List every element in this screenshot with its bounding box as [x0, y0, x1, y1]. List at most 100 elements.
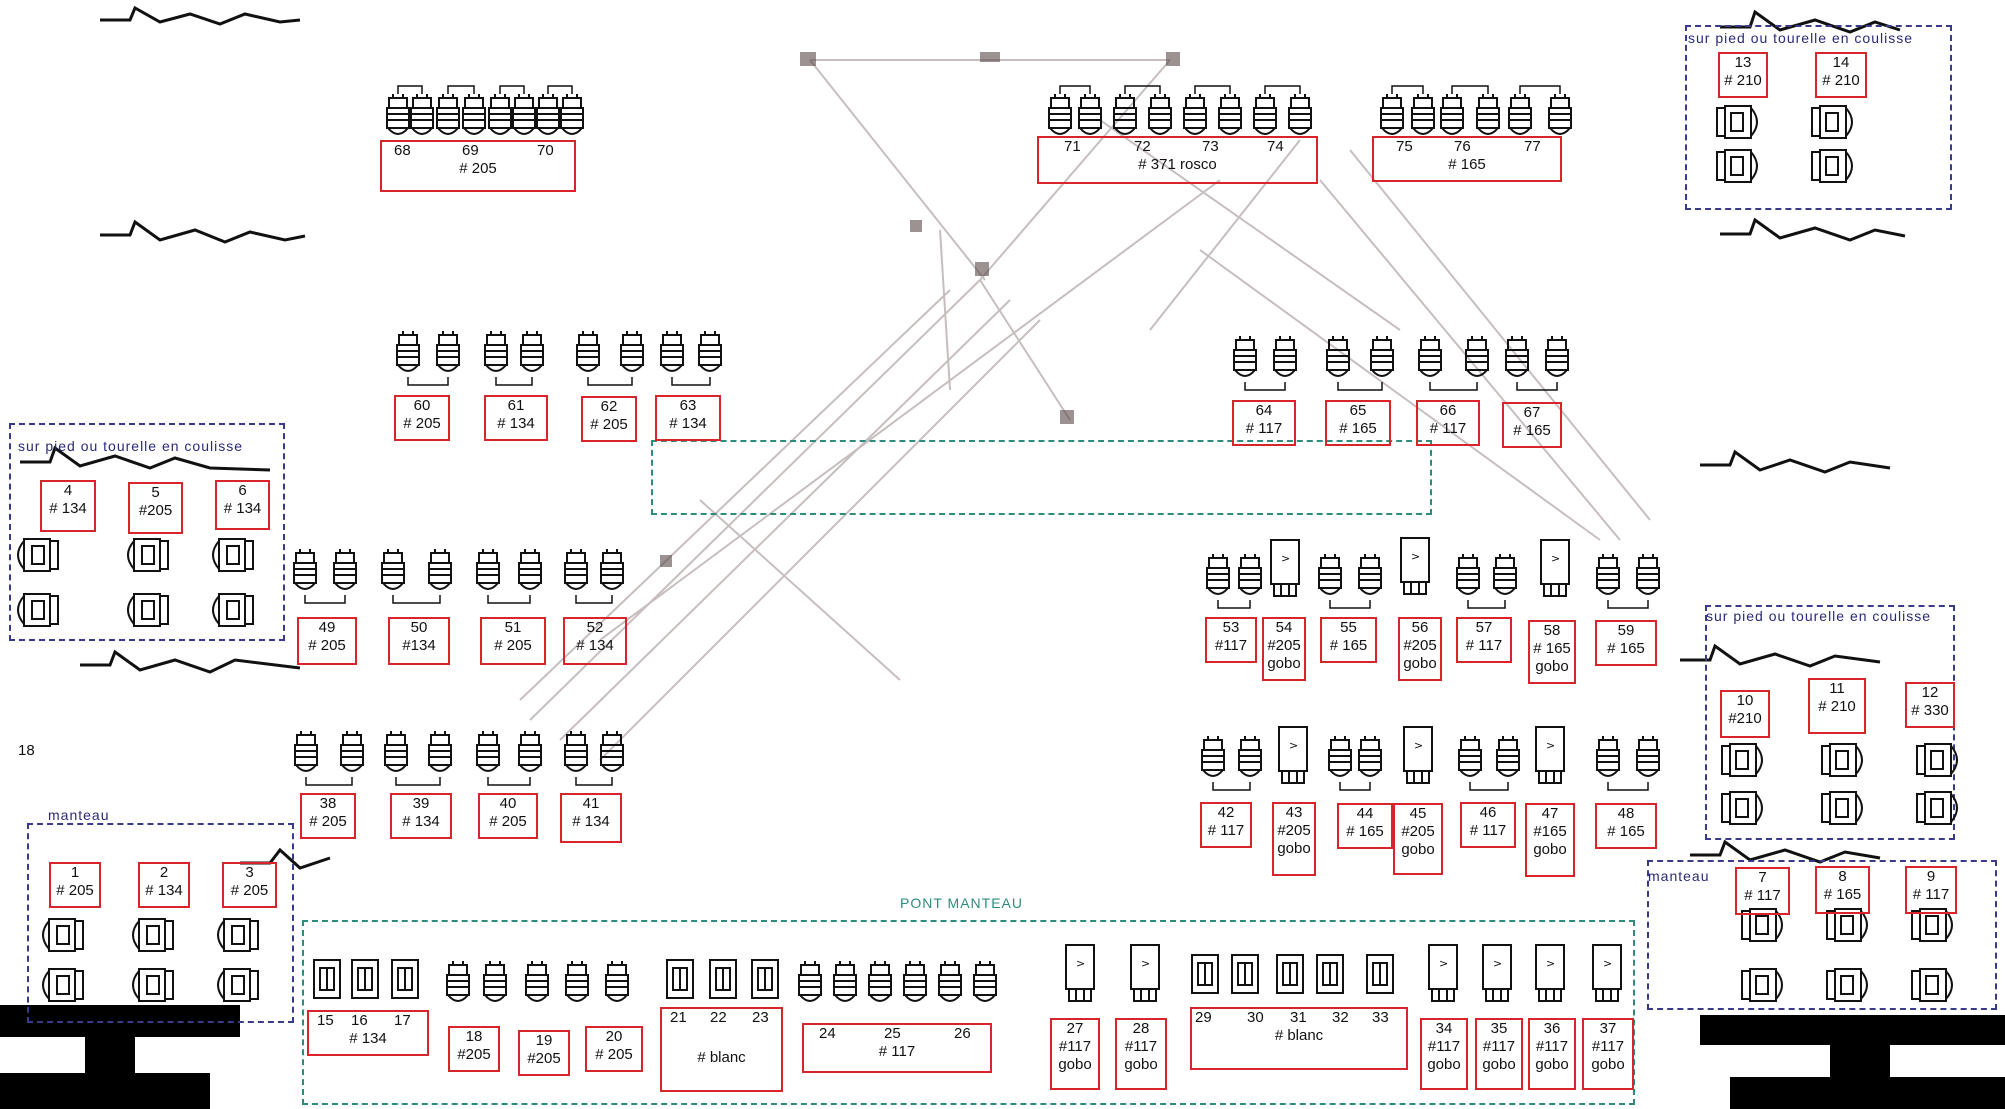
svg-text:>: > — [1289, 739, 1298, 752]
fresnel-icon — [391, 959, 419, 999]
col-45: #205 — [1401, 823, 1435, 840]
side-lantern-icon — [1821, 743, 1863, 777]
col-44: # 165 — [1346, 823, 1384, 840]
col-5: #205 — [138, 502, 173, 519]
col-39: # 134 — [402, 813, 440, 830]
label-44: 44# 165 — [1337, 803, 1393, 849]
svg-text:>: > — [1414, 739, 1423, 752]
label-48: 48# 165 — [1595, 803, 1657, 849]
lantern-icon — [660, 331, 684, 372]
num-20: 20 — [605, 1028, 623, 1045]
col-37: #117 — [1591, 1038, 1625, 1055]
gobo-27: gobo — [1058, 1056, 1092, 1073]
lantern-icon — [565, 961, 589, 1002]
lantern-icon — [428, 549, 452, 590]
fresnel-icon — [751, 959, 779, 999]
col-19: #205 — [527, 1050, 561, 1067]
side-lantern-icon — [217, 968, 259, 1002]
col-40: # 205 — [489, 813, 527, 830]
label-42: 42# 117 — [1200, 802, 1252, 848]
lantern-icon — [798, 961, 822, 1002]
side-lantern-icon — [17, 593, 59, 627]
svg-text:>: > — [1439, 957, 1448, 970]
side-lantern-icon — [17, 538, 59, 572]
num-36: 36 — [1543, 1020, 1561, 1037]
fresnel-icon — [1276, 954, 1304, 994]
num-27: 27 — [1066, 1020, 1084, 1037]
lantern-icon — [1505, 336, 1529, 377]
col-63: # 134 — [669, 415, 707, 432]
num-12: 12 — [1921, 684, 1939, 701]
col-29-33: # blanc — [1274, 1027, 1324, 1044]
area-bottom-left — [27, 823, 294, 1023]
label-19: 19#205 — [518, 1030, 570, 1076]
num-33: 33 — [1372, 1009, 1389, 1026]
col-41: # 134 — [572, 813, 610, 830]
lantern-icon — [1238, 736, 1262, 777]
num-35: 35 — [1490, 1020, 1508, 1037]
profile-spot-icon: > — [1592, 944, 1622, 1002]
lantern-icon — [1183, 94, 1207, 135]
label-13: 13# 210 — [1718, 52, 1768, 98]
col-49: # 205 — [308, 637, 346, 654]
label-41: 41# 134 — [560, 793, 622, 843]
side-lantern-icon — [132, 918, 174, 952]
num-13: 13 — [1734, 54, 1752, 71]
col-50: #134 — [402, 637, 436, 654]
lantern-icon — [518, 549, 542, 590]
num-69: 69 — [462, 142, 479, 159]
col-28: #117 — [1124, 1038, 1158, 1055]
col-59: # 165 — [1607, 640, 1645, 657]
area-bottom-right — [1647, 860, 1997, 1010]
num-6: 6 — [238, 482, 247, 499]
lantern-icon — [520, 331, 544, 372]
label-50: 50#134 — [388, 617, 450, 665]
lantern-icon — [1411, 94, 1435, 135]
num-64: 64 — [1255, 402, 1273, 419]
num-32: 32 — [1332, 1009, 1349, 1026]
side-lantern-icon — [1741, 968, 1783, 1002]
num-57: 57 — [1475, 619, 1493, 636]
num-43: 43 — [1285, 804, 1303, 821]
col-18: #205 — [457, 1046, 491, 1063]
col-8: # 165 — [1823, 886, 1862, 903]
lantern-icon — [1465, 336, 1489, 377]
col-15-17: # 134 — [349, 1030, 387, 1047]
col-12: # 330 — [1911, 702, 1949, 719]
lantern-icon — [1078, 94, 1102, 135]
num-62: 62 — [600, 398, 618, 415]
side-lantern-icon — [1826, 968, 1868, 1002]
lantern-icon — [1636, 554, 1660, 595]
lantern-icon — [1596, 554, 1620, 595]
label-64: 64# 117 — [1232, 400, 1296, 446]
lantern-icon — [1458, 736, 1482, 777]
gobo-35: gobo — [1482, 1056, 1516, 1073]
num-17: 17 — [394, 1012, 411, 1029]
center-stage-area — [651, 440, 1432, 515]
profile-spot-icon: > — [1403, 726, 1433, 784]
num-58: 58 — [1543, 622, 1561, 639]
lantern-icon — [518, 731, 542, 772]
col-1: # 205 — [56, 882, 94, 899]
lantern-icon — [564, 549, 588, 590]
lantern-icon — [1476, 94, 1500, 135]
col-62: # 205 — [590, 416, 628, 433]
lantern-icon — [938, 961, 962, 1002]
lantern-icon — [428, 731, 452, 772]
fresnel-icon — [709, 959, 737, 999]
label-53: 53#117 — [1205, 617, 1257, 663]
lantern-icon — [1596, 736, 1620, 777]
label-66: 66# 117 — [1416, 400, 1480, 446]
label-61: 61# 134 — [484, 395, 548, 441]
lantern-icon — [1548, 94, 1572, 135]
fresnel-icon — [1191, 954, 1219, 994]
area-bottom-right-title: manteau — [1648, 868, 1710, 884]
side-lantern-icon — [1721, 743, 1763, 777]
area-top-right-title: sur pied ou tourelle en coulisse — [1688, 30, 1914, 46]
col-38: # 205 — [309, 813, 347, 830]
label-57: 57# 117 — [1456, 617, 1512, 663]
label-6: 6# 134 — [215, 480, 270, 530]
